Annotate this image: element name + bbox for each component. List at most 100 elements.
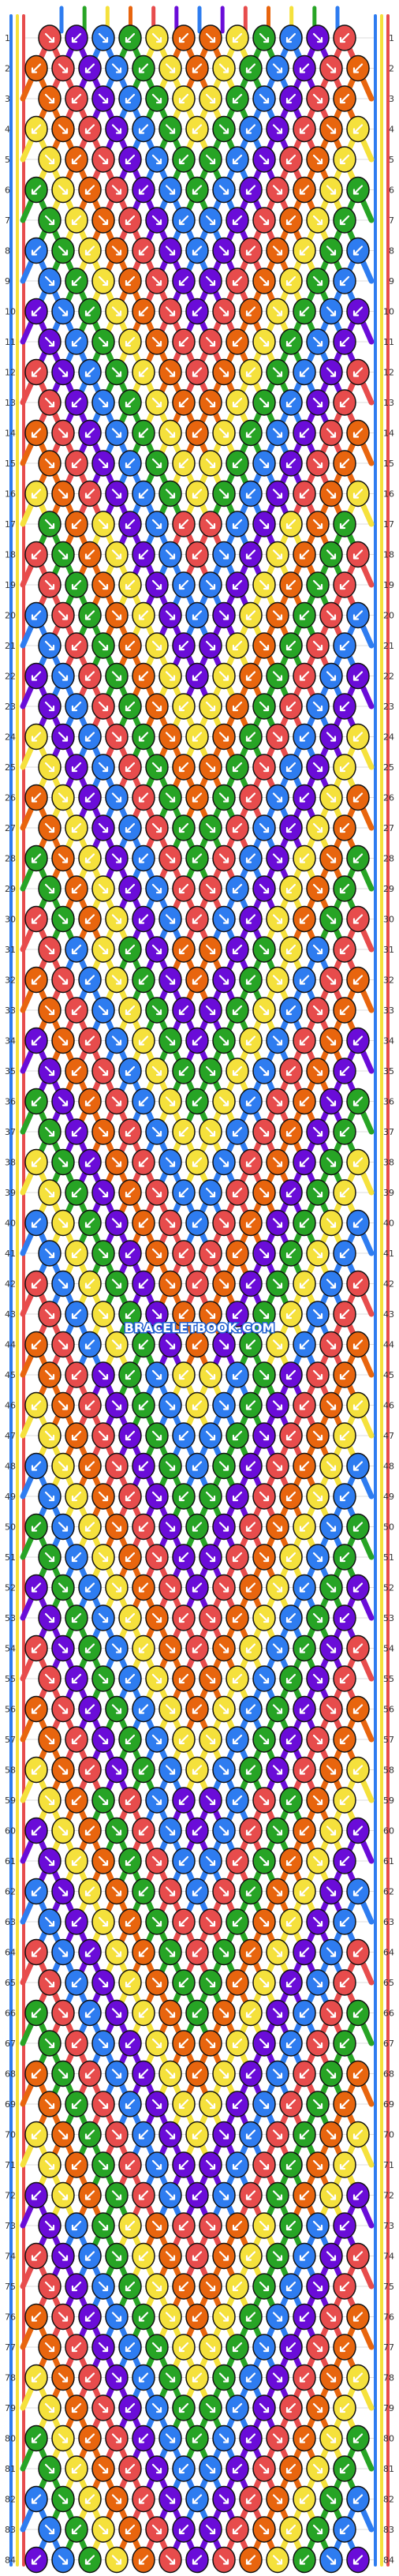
knot-circle <box>51 1695 75 1723</box>
arrow-down-right-icon <box>165 1339 176 1350</box>
knot-circle <box>172 1665 196 1692</box>
knot-circle <box>65 1848 88 1874</box>
knot-circle <box>118 1483 142 1510</box>
arrow-down-left-icon <box>285 93 296 104</box>
row-number-left: 48 <box>5 1462 16 1472</box>
arrow-down-right-icon <box>218 1582 229 1593</box>
knot-circle <box>91 2455 115 2482</box>
arrow-down-right-icon <box>259 822 270 833</box>
knot-circle <box>266 237 289 264</box>
arrow-down-right-icon <box>205 1673 216 1684</box>
knot-circle <box>346 1999 370 2027</box>
knot-circle <box>226 1604 249 1631</box>
knot-circle <box>24 541 48 568</box>
knot-circle <box>279 450 303 477</box>
arrow-down-right-icon <box>111 306 122 316</box>
knot-circle <box>226 1361 249 1388</box>
arrow-down-right-icon <box>151 458 162 469</box>
arrow-down-right-icon <box>151 822 162 833</box>
arrow-down-left-icon <box>84 1035 95 1046</box>
knot-circle <box>172 2091 196 2117</box>
knot-circle <box>132 966 155 994</box>
arrow-down-right-icon <box>259 1795 270 1806</box>
arrow-down-right-icon <box>312 519 323 530</box>
knot-circle <box>132 1756 155 1784</box>
knot-circle <box>346 2364 370 2391</box>
arrow-down-left-icon <box>138 367 149 377</box>
row-number-right: 80 <box>383 2434 394 2444</box>
arrow-down-left-icon <box>285 397 296 408</box>
arrow-down-left-icon <box>339 1734 350 1745</box>
arrow-down-left-icon <box>245 1157 256 1167</box>
arrow-down-left-icon <box>285 1552 296 1563</box>
arrow-down-left-icon <box>138 1279 149 1289</box>
arrow-down-left-icon <box>352 1279 364 1289</box>
arrow-down-right-icon <box>151 275 162 286</box>
arrow-down-right-icon <box>151 1612 162 1623</box>
knot-circle <box>239 1148 263 1176</box>
arrow-down-right-icon <box>165 732 176 742</box>
arrow-down-right-icon <box>218 671 229 681</box>
row-number-right: 71 <box>383 2160 394 2170</box>
knot-circle <box>145 875 169 902</box>
knot-circle <box>65 693 88 720</box>
arrow-down-left-icon <box>339 397 350 408</box>
arrow-down-right-icon <box>272 245 283 256</box>
arrow-down-right-icon <box>205 944 216 955</box>
row-number-left: 34 <box>5 1036 16 1046</box>
arrow-down-left-icon <box>352 671 364 681</box>
knot-circle <box>24 1999 48 2027</box>
knot-circle <box>279 511 303 537</box>
row-number-right: 74 <box>383 2252 394 2262</box>
knot-circle <box>266 1878 289 1905</box>
arrow-down-right-icon <box>218 63 229 73</box>
arrow-down-left-icon <box>352 610 364 620</box>
arrow-down-left-icon <box>192 1035 203 1046</box>
arrow-down-left-icon <box>299 975 310 985</box>
knot-circle <box>319 1574 343 1601</box>
knot-circle <box>24 844 48 872</box>
row-number-right: 47 <box>383 1431 394 1441</box>
knot-circle <box>172 1483 196 1510</box>
knot-circle <box>105 1574 129 1601</box>
knot-circle <box>319 298 343 325</box>
row-number-left: 75 <box>5 2282 16 2292</box>
knot-circle <box>132 1331 155 1358</box>
arrow-down-left-icon <box>245 1279 256 1289</box>
arrow-down-left-icon <box>84 245 95 256</box>
knot-circle <box>91 1969 115 1996</box>
knot-circle <box>172 24 196 51</box>
knot-circle <box>346 2181 370 2209</box>
knot-circle <box>226 2030 249 2057</box>
knot-circle <box>118 693 142 720</box>
knot-circle <box>266 298 289 325</box>
row-number-right: 19 <box>383 580 394 590</box>
knot-circle <box>266 1574 289 1601</box>
arrow-down-right-icon <box>259 397 270 408</box>
arrow-down-left-icon <box>71 215 82 226</box>
arrow-down-left-icon <box>285 154 296 165</box>
knot-circle <box>38 1787 62 1814</box>
row-number-left: 36 <box>5 1097 16 1107</box>
knot-circle <box>212 1938 236 1966</box>
knot-circle <box>333 1422 356 1449</box>
knot-circle <box>239 844 263 872</box>
knot-circle <box>226 1665 249 1692</box>
arrow-down-left-icon <box>285 1187 296 1198</box>
knot-circle <box>266 1452 289 1480</box>
arrow-down-left-icon <box>339 1612 350 1623</box>
arrow-down-left-icon <box>192 1339 203 1350</box>
arrow-down-right-icon <box>312 1309 323 1320</box>
arrow-down-left-icon <box>285 1430 296 1441</box>
knot-circle <box>65 511 88 537</box>
arrow-down-right-icon <box>58 124 69 134</box>
knot-circle <box>252 85 276 112</box>
arrow-down-left-icon <box>339 762 350 773</box>
arrow-down-left-icon <box>31 1582 42 1593</box>
knot-circle <box>293 2364 316 2391</box>
row-number-left: 5 <box>5 155 10 165</box>
knot-circle <box>118 389 142 416</box>
knot-circle <box>346 2303 370 2331</box>
arrow-down-right-icon <box>165 853 176 863</box>
arrow-down-right-icon <box>326 1704 337 1714</box>
